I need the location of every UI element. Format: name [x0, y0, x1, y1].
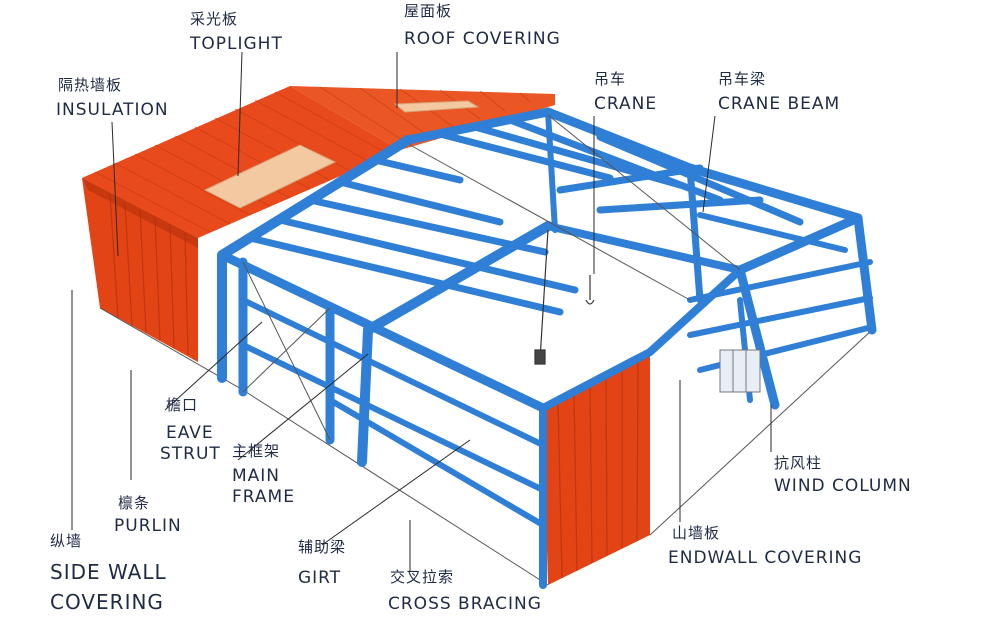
endwall-covering-panel: [543, 352, 650, 585]
main-frame-label-en2: FRAME: [232, 487, 295, 507]
girt-label-en: GIRT: [298, 568, 342, 588]
cross-bracing-label-en: CROSS BRACING: [388, 594, 542, 614]
cross-bracing-label-cn: 交叉拉索: [390, 568, 455, 586]
toplight-label-en: TOPLIGHT: [190, 34, 283, 54]
crane-label-cn: 吊车: [594, 70, 627, 88]
crane-beam-label-cn: 吊车梁: [718, 70, 767, 88]
toplight-label-cn: 采光板: [190, 10, 239, 28]
eave-strut-label-en1: EAVE: [166, 423, 214, 443]
side-wall-label-cn: 纵墙: [50, 532, 83, 550]
side-wall-label-en2: COVERING: [50, 590, 164, 614]
leader-lines: [71, 51, 772, 572]
roof-covering-panel: [82, 86, 555, 238]
main-frame-label-cn: 主框架: [232, 442, 281, 460]
endwall-covering-label-en: ENDWALL COVERING: [668, 548, 863, 568]
roof-covering-label-cn: 屋面板: [404, 2, 453, 20]
roof-covering-label-en: ROOF COVERING: [404, 29, 561, 49]
purlin-label-cn: 檩条: [118, 494, 151, 512]
insulation-label-cn: 隔热墙板: [58, 76, 123, 94]
main-frame-structure: [217, 107, 877, 589]
purlin-label-en: PURLIN: [114, 516, 182, 536]
main-frame-label-en1: MAIN: [232, 466, 281, 486]
insulation-label-en: INSULATION: [56, 100, 169, 120]
eave-strut-label-cn: 檐口: [166, 396, 199, 414]
wind-column-label-en: WIND COLUMN: [774, 476, 912, 496]
cross-bracing-lines: [242, 114, 741, 441]
roof-right-slope: [290, 86, 555, 150]
toplight-right: [393, 100, 480, 113]
eave-strut-label-en2: STRUT: [160, 444, 221, 464]
toplight-left: [203, 144, 337, 209]
girt-label-cn: 辅助梁: [298, 538, 347, 556]
window: [719, 349, 761, 393]
crane-hoist: [534, 229, 595, 365]
side-wall-covering-panel: [82, 178, 198, 362]
crane-beam-label-en: CRANE BEAM: [718, 94, 841, 114]
crane-label-en: CRANE: [594, 94, 658, 114]
wind-column-label-cn: 抗风柱: [774, 454, 823, 472]
endwall-covering-label-cn: 山墙板: [672, 524, 721, 542]
roof-left-slope: [82, 86, 400, 238]
side-wall-label-en1: SIDE WALL: [50, 560, 167, 584]
